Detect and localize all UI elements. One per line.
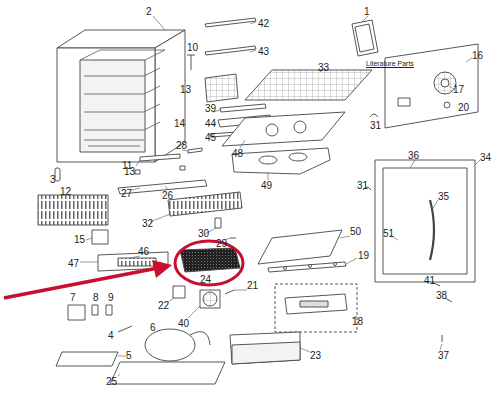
callout-number: 26 — [162, 190, 173, 201]
callout-number: 35 — [438, 191, 449, 202]
callout-number: 19 — [358, 250, 369, 261]
callout-number: 41 — [424, 275, 435, 286]
callout-number: 30 — [198, 228, 209, 239]
callout-number: 39 — [205, 103, 216, 114]
callout-number: 45 — [205, 132, 216, 143]
callout-number: 22 — [158, 300, 169, 311]
callout-number: 28 — [176, 140, 187, 151]
callout-number: 36 — [408, 150, 419, 161]
callout-number: 31 — [357, 180, 368, 191]
callout-number: 7 — [70, 292, 76, 303]
callout-number: 40 — [178, 318, 189, 329]
callout-number: 32 — [142, 218, 153, 229]
callout-number: 6 — [150, 322, 156, 333]
callout-number: 42 — [258, 18, 269, 29]
callout-number: 43 — [258, 46, 269, 57]
callout-number: 13 — [180, 84, 191, 95]
callout-number: 24 — [200, 274, 211, 285]
callout-number: 50 — [350, 226, 361, 237]
callout-number: 48 — [232, 148, 243, 159]
callout-number: 13 — [124, 166, 135, 177]
callout-number: 8 — [93, 292, 99, 303]
callout-number: 31 — [370, 120, 381, 131]
callout-number: 25 — [106, 376, 117, 387]
callout-number: 3 — [50, 174, 56, 185]
callout-number: 17 — [453, 84, 464, 95]
callout-number: 34 — [480, 152, 491, 163]
callout-number: 47 — [68, 258, 79, 269]
callout-number: 44 — [205, 118, 216, 129]
callout-number: 10 — [187, 42, 198, 53]
callout-number: 2 — [146, 6, 152, 17]
callout-number: 37 — [438, 350, 449, 361]
callout-number: 1 — [364, 6, 370, 17]
callout-number: 9 — [108, 292, 114, 303]
callout-number: 16 — [472, 50, 483, 61]
callout-number: 14 — [174, 118, 185, 129]
part-category-label: Literature Parts — [366, 60, 414, 68]
callout-number: 5 — [126, 350, 132, 361]
callout-number: 29 — [216, 238, 227, 249]
callout-number: 18 — [352, 316, 363, 327]
callout-number: 38 — [436, 290, 447, 301]
callout-number: 4 — [108, 330, 114, 341]
callout-number: 51 — [383, 228, 394, 239]
callout-number: 27 — [121, 188, 132, 199]
callout-number: 49 — [261, 180, 272, 191]
callout-number: 15 — [74, 234, 85, 245]
callout-number: 23 — [310, 350, 321, 361]
callout-number: 33 — [318, 62, 329, 73]
callout-number: 46 — [138, 246, 149, 257]
callout-number: 12 — [60, 186, 71, 197]
callout-number: 21 — [247, 280, 258, 291]
callout-number: 20 — [458, 102, 469, 113]
